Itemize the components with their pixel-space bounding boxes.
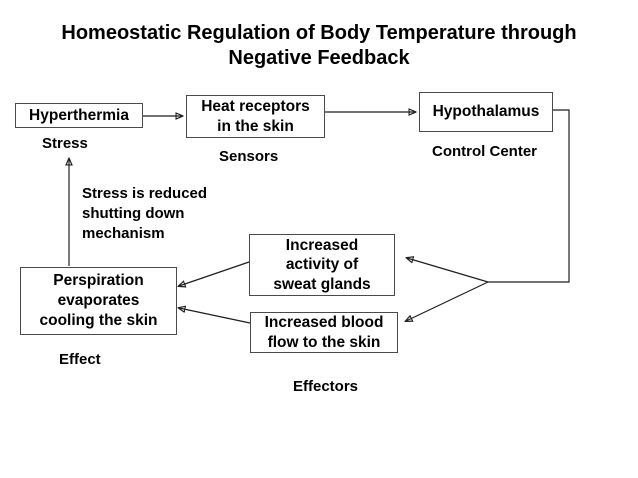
label-feedback-note: Stress is reduced shutting down mechanis… (82, 185, 208, 242)
arrow-hypothalamus-to-blood-flow (406, 281, 489, 321)
node-hypothalamus: Hypothalamus (419, 92, 553, 132)
label-control-center: Control Center (432, 143, 537, 160)
label-effectors: Effectors (293, 378, 359, 395)
node-heat-receptors: Heat receptors in the skin (186, 95, 325, 138)
node-increased-blood-flow: Increased blood flow to the skin (250, 312, 398, 353)
line-hypothalamus-elbow (488, 109, 570, 283)
node-increased-sweat-gland-activity: Increased activity of sweat glands (249, 234, 395, 296)
label-sensors: Sensors (219, 148, 279, 165)
node-perspiration-evaporates: Perspiration evaporates cooling the skin (20, 267, 177, 335)
arrow-sweat-glands-to-perspiration (179, 261, 250, 286)
arrow-hypothalamus-to-sweat-glands (407, 258, 489, 283)
label-effect: Effect (59, 351, 101, 368)
diagram-title: Homeostatic Regulation of Body Temperatu… (61, 22, 577, 69)
node-hyperthermia: Hyperthermia (15, 103, 143, 128)
label-stress: Stress (42, 135, 88, 152)
arrow-blood-flow-to-perspiration (179, 308, 251, 324)
